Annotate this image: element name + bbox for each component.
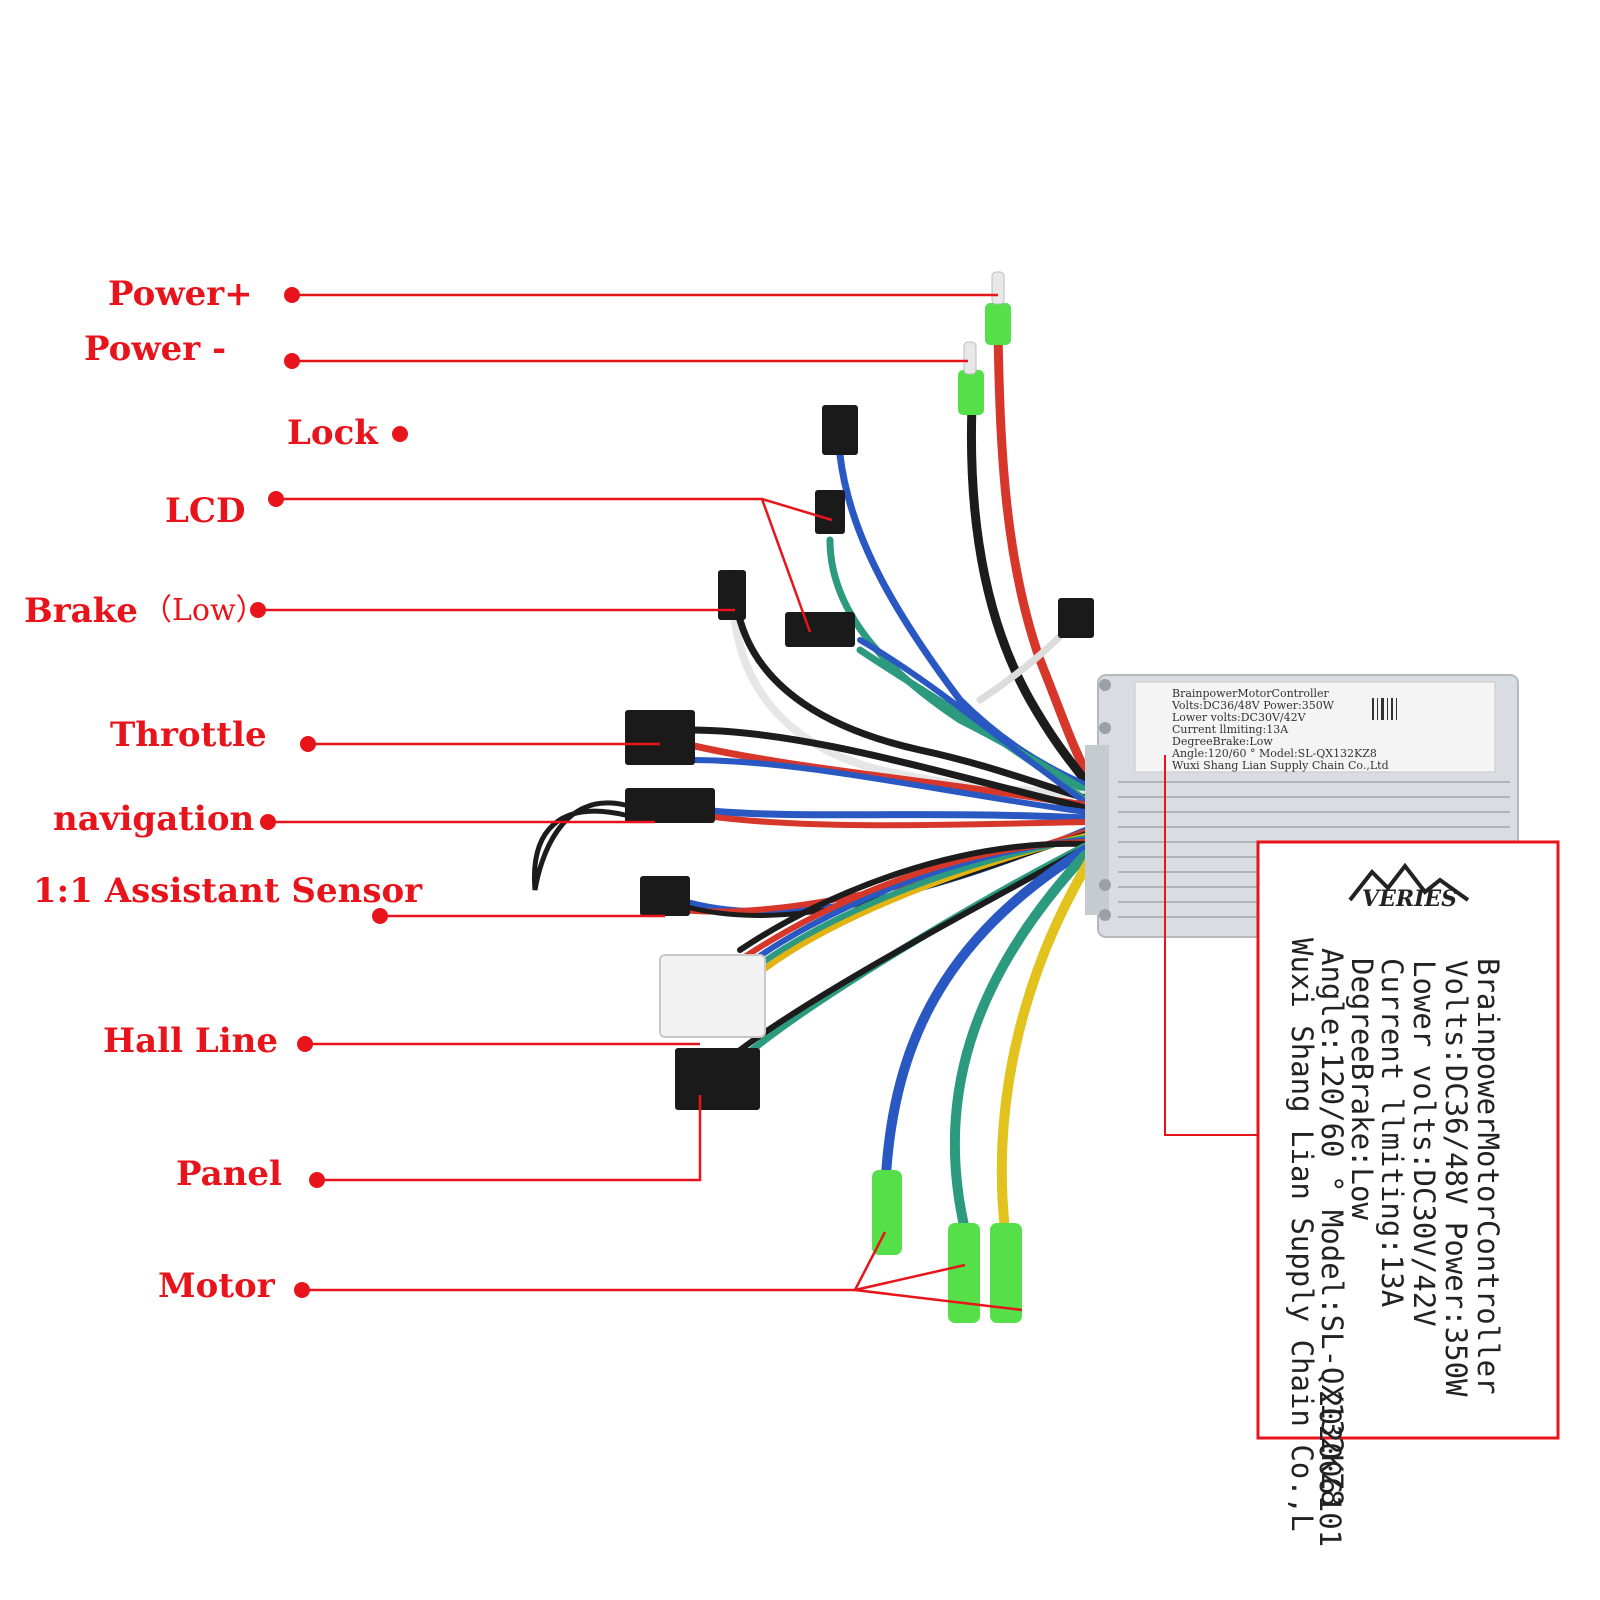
motor-terminal-yellow [990, 1223, 1022, 1323]
power-minus-terminal [958, 370, 984, 415]
power-plus-dot [284, 287, 300, 303]
wires [531, 325, 1095, 1235]
label-assistant: 1:1 Assistant Sensor [33, 871, 423, 911]
label-brake-note: （Low） [142, 593, 266, 628]
connectors [625, 405, 1094, 1110]
panel-connector [675, 1048, 760, 1110]
label-power-plus: Power+ [108, 274, 253, 314]
hall-connector [659, 954, 766, 1038]
small-plate-line-1: BrainpowerMotorController [1172, 687, 1330, 700]
navigation-dot [260, 814, 276, 830]
label-navigation: navigation [53, 799, 254, 839]
callout-lines [258, 293, 1023, 1312]
terminals [872, 271, 1022, 1323]
nameplate-line-7: Wuxi Shang Lian Supply Chain Co.,L [1285, 938, 1319, 1532]
motor-line-3 [854, 1288, 1023, 1312]
power-minus-dot [284, 353, 300, 369]
brake-connector [718, 570, 746, 620]
label-motor: Motor [158, 1266, 276, 1306]
callout-dots [250, 287, 408, 1298]
motor-terminal-blue [872, 1170, 902, 1255]
labels: Power+ Power - Lock LCD Brake （Low） Thro… [24, 274, 423, 1306]
brake-dot [250, 602, 266, 618]
small-plate-line-2: Volts:DC36/48V Power:350W [1171, 699, 1335, 712]
label-lock: Lock [287, 413, 379, 453]
lcd-line [276, 497, 833, 522]
nameplate-line-4: Current llmiting:13A [1375, 958, 1409, 1307]
motor-terminal-green [948, 1223, 980, 1323]
nameplate-line-5: DegreeBrake:Low [1345, 958, 1379, 1220]
zoom-pointer-line [1164, 755, 1258, 1136]
assistant-dot [372, 908, 388, 924]
nameplate-line-6: Angle:120/60 ° Model:SL-QX132KZ8 [1315, 948, 1349, 1507]
small-plate-line-3: Lower volts:DC30V/42V [1172, 711, 1307, 724]
nameplate-line-3: Lower volts:DC30V/42V [1407, 960, 1441, 1327]
label-lcd: LCD [165, 491, 245, 531]
nameplate-line-8: 202006101 [1313, 1390, 1347, 1547]
brand-text: VERIES [1362, 886, 1457, 912]
small-plate-line-6: Angle:120/60 ° Model:SL-QX132KZ8 [1171, 747, 1377, 760]
motor-line-2 [854, 1263, 966, 1292]
lcd-dot [268, 491, 284, 507]
nameplate-line-1: BrainpowerMotorController [1471, 958, 1505, 1395]
nameplate-zoom: VERIES BrainpowerMotorController Volts:D… [1256, 840, 1560, 1547]
barcode [1372, 698, 1397, 720]
small-plate-line-5: DegreeBrake:Low [1172, 735, 1273, 748]
small-plate-line-4: Current llmiting:13A [1172, 723, 1289, 736]
lock-dot [392, 426, 408, 442]
lcd-line-2 [760, 498, 812, 633]
right-connector [1058, 598, 1094, 638]
throttle-connector [625, 710, 695, 765]
panel-dot [309, 1172, 325, 1188]
navigation-connector [625, 788, 715, 823]
label-throttle: Throttle [110, 715, 267, 755]
hall-dot [297, 1036, 313, 1052]
lcd-connector-upper [815, 490, 845, 534]
motor-dot [294, 1282, 310, 1298]
power-plus-terminal [985, 303, 1011, 345]
controller-label [1134, 681, 1496, 773]
throttle-dot [300, 736, 316, 752]
label-brake: Brake [24, 591, 138, 631]
small-plate-line-7: Wuxi Shang Lian Supply Chain Co.,Ltd [1172, 759, 1389, 772]
nameplate-line-2: Volts:DC36/48V Power:350W [1439, 960, 1473, 1397]
motor-line [302, 1231, 887, 1292]
label-hall: Hall Line [103, 1021, 278, 1061]
panel-line [317, 1095, 702, 1182]
label-power-minus: Power - [84, 329, 226, 369]
assistant-connector [640, 876, 690, 916]
brand-logo: VERIES [1348, 862, 1470, 912]
lcd-connector-lower [785, 612, 855, 647]
label-panel: Panel [176, 1154, 282, 1194]
lock-connector [822, 405, 858, 455]
